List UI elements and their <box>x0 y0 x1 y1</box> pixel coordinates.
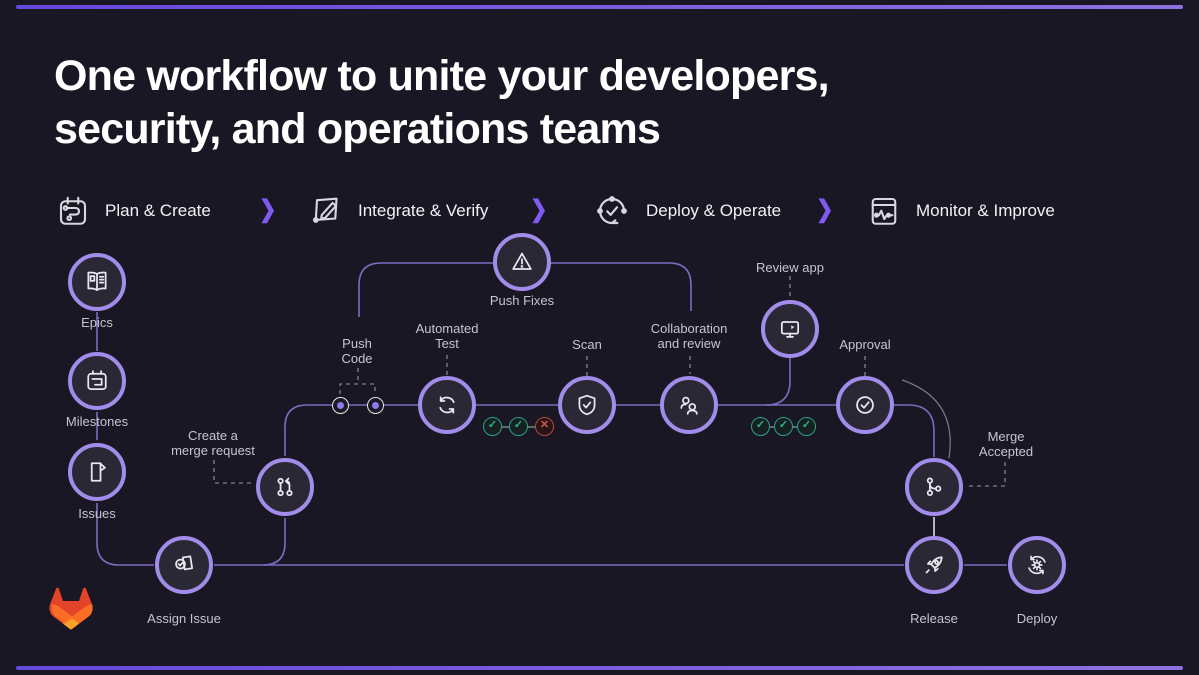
push-code-commit-dot <box>367 397 384 414</box>
node-push-fixes <box>493 233 551 291</box>
users-icon <box>680 396 698 415</box>
book-icon <box>87 271 107 291</box>
monitor-pulse-icon <box>866 193 902 229</box>
label-issues: Issues <box>78 506 116 521</box>
phase-monitor-improve: Monitor & Improve <box>866 190 1055 232</box>
label-release: Release <box>910 611 958 626</box>
node-scan <box>558 376 616 434</box>
node-assign-issue <box>155 536 213 594</box>
dash-create-mr <box>213 460 253 484</box>
label-collaboration: Collaboration and review <box>650 321 728 352</box>
label-deploy: Deploy <box>1016 611 1058 626</box>
gray-swoosh-arc <box>901 379 951 459</box>
edit-pencil-icon <box>308 193 344 229</box>
bottom-accent-bar <box>16 666 1183 670</box>
commit-dot-fill <box>337 402 344 409</box>
gitlab-tanuki-icon <box>49 587 93 630</box>
assign-issue-icon <box>175 555 194 571</box>
gear-cycle-icon <box>1028 555 1046 575</box>
commit-dot-fill <box>372 402 379 409</box>
label-scan: Scan <box>572 337 602 352</box>
wire-mr-down <box>262 518 286 566</box>
chevron-right-icon: ❯ <box>530 196 548 223</box>
dash-push-code <box>339 368 376 394</box>
phase-label-monitor-improve: Monitor & Improve <box>916 201 1055 220</box>
page-title: One workflow to unite your developers, s… <box>54 50 1014 157</box>
node-epics <box>68 253 126 311</box>
node-merge <box>905 458 963 516</box>
title-line-2: security, and operations teams <box>54 105 661 154</box>
top-accent-bar <box>16 5 1183 9</box>
label-milestones: Milestones <box>65 414 129 429</box>
dash-merge-accepted <box>966 462 1006 487</box>
label-assign-issue: Assign Issue <box>147 611 221 626</box>
check-pass-icon: ✓ <box>751 417 770 436</box>
chevron-right-icon: ❯ <box>816 196 834 223</box>
chevron-right-icon: ❯ <box>259 196 277 223</box>
label-create-merge-request: Create a merge request <box>171 428 255 459</box>
wire-review-app-join <box>765 358 791 406</box>
merge-request-icon <box>277 477 293 497</box>
node-deploy <box>1008 536 1066 594</box>
issue-document-icon <box>90 462 106 482</box>
shield-check-icon <box>578 394 596 416</box>
gitlab-logo <box>47 586 95 636</box>
label-approval: Approval <box>839 337 891 352</box>
label-automated-test: Automated Test <box>415 321 479 352</box>
wire-mr-up <box>284 404 308 456</box>
phase-deploy-operate: Deploy & Operate <box>592 190 781 232</box>
label-push-fixes: Push Fixes <box>489 293 555 308</box>
check-pass-icon: ✓ <box>774 417 793 436</box>
check-fail-icon: ✕ <box>535 417 554 436</box>
node-merge-request <box>256 458 314 516</box>
label-review-app: Review app <box>756 260 824 275</box>
push-code-commit-dot <box>332 397 349 414</box>
label-epics: Epics <box>81 315 113 330</box>
label-merge-accepted: Merge Accepted <box>978 429 1034 460</box>
phase-label-plan-create: Plan & Create <box>105 201 211 220</box>
node-issues <box>68 443 126 501</box>
node-review-app <box>761 300 819 358</box>
approval-check-icon <box>856 396 874 414</box>
plan-icon <box>55 193 91 229</box>
phase-integrate-verify: Integrate & Verify <box>308 190 488 232</box>
node-approval <box>836 376 894 434</box>
wire-issues-assign <box>96 503 154 566</box>
sync-arrows-icon <box>439 396 455 414</box>
monitor-cursor-icon <box>780 321 800 338</box>
deploy-cycle-icon <box>592 191 632 231</box>
merge-branch-icon <box>926 477 942 497</box>
node-release <box>905 536 963 594</box>
milestone-calendar-icon <box>87 370 107 391</box>
title-line-1: One workflow to unite your developers, <box>54 52 830 100</box>
label-push-code: Push Code <box>341 336 373 367</box>
phase-label-integrate-verify: Integrate & Verify <box>358 201 489 220</box>
phase-plan-create: Plan & Create <box>55 190 211 232</box>
check-pass-icon: ✓ <box>509 417 528 436</box>
rocket-icon <box>925 556 943 574</box>
check-pass-icon: ✓ <box>483 417 502 436</box>
node-collaboration <box>660 376 718 434</box>
node-milestones <box>68 352 126 410</box>
wire-main-line <box>307 404 935 457</box>
check-pass-icon: ✓ <box>797 417 816 436</box>
phase-label-deploy-operate: Deploy & Operate <box>646 201 782 220</box>
warning-triangle-icon <box>512 252 532 270</box>
node-automated-test <box>418 376 476 434</box>
